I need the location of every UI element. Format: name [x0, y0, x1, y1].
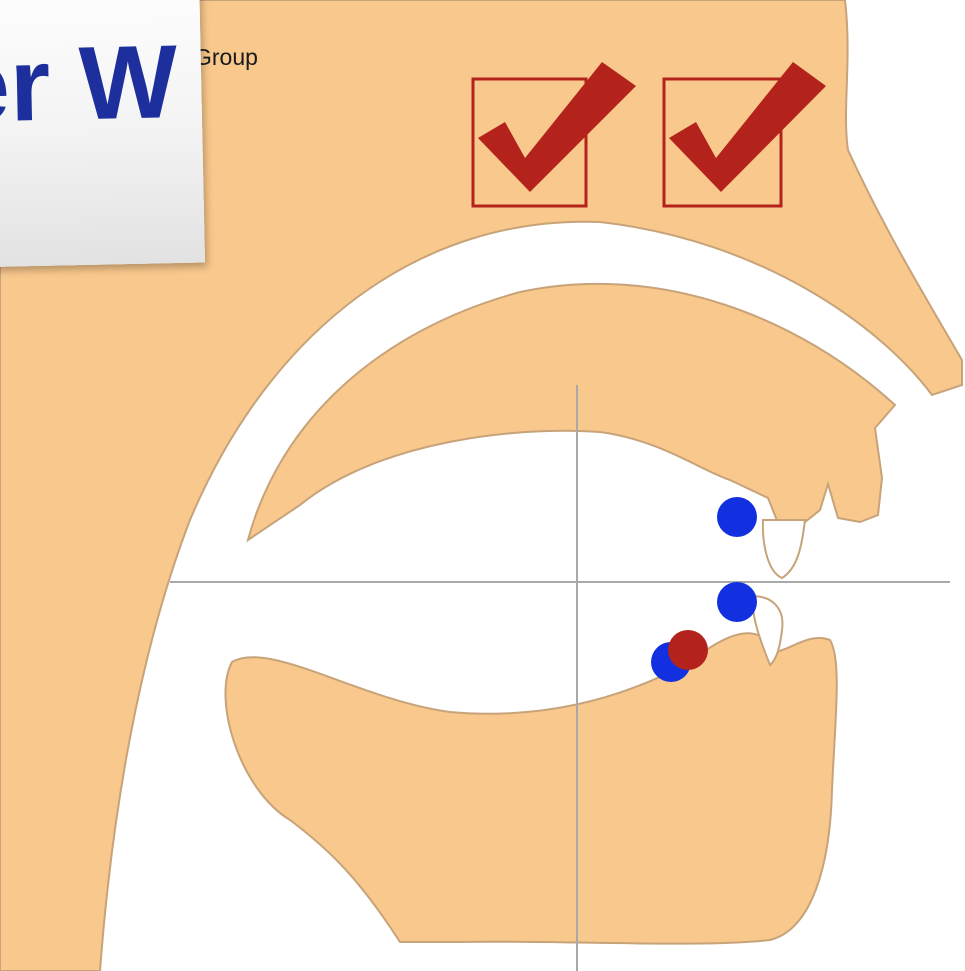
- checkmark-icon: [478, 62, 636, 192]
- group-label: Group: [194, 44, 258, 70]
- tongue-tip-marker-red: [668, 630, 708, 670]
- title-card: er W: [0, 0, 206, 268]
- upper-incisor: [761, 519, 807, 580]
- checkmark-icon: [669, 62, 826, 192]
- lower-incisor: [750, 594, 784, 667]
- checkbox-1[interactable]: [471, 62, 636, 208]
- upper-jaw: [246, 282, 897, 543]
- title-card-text: er W: [0, 24, 179, 145]
- checkbox-2[interactable]: [662, 62, 826, 208]
- lower-lip-marker: [717, 582, 757, 622]
- upper-lip-marker: [717, 497, 757, 537]
- lower-jaw-tongue: [224, 632, 838, 945]
